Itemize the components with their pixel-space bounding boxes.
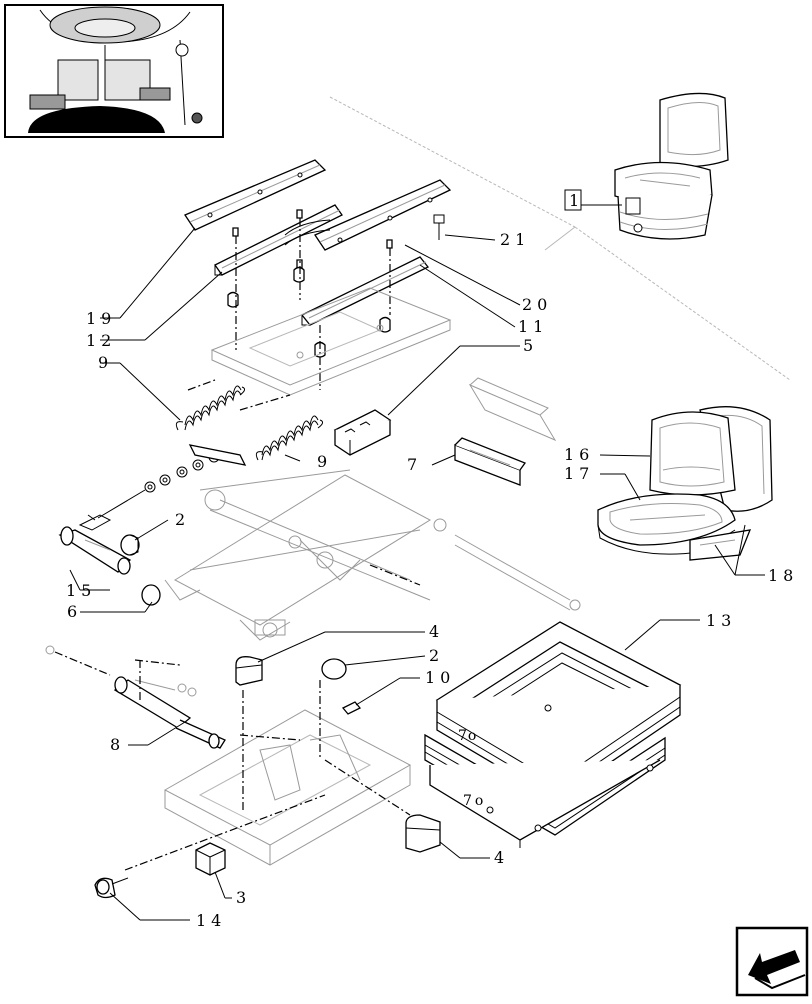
- next-page-arrow-icon[interactable]: [735, 926, 809, 997]
- label-2-upper: 2: [175, 510, 190, 529]
- pad-4-lower: [405, 814, 441, 853]
- label-14: 14: [196, 911, 226, 930]
- pad-4-upper: [235, 656, 263, 686]
- label-4-lower: 4: [494, 848, 509, 867]
- label-1: 1: [569, 191, 579, 210]
- spring-9-upper: [175, 385, 246, 431]
- label-9-upper: 9: [98, 353, 113, 372]
- bushing-2-upper: [120, 534, 140, 556]
- bushing-2-lower: [321, 658, 347, 680]
- label-21: 21: [500, 230, 530, 249]
- spring-9-lower: [255, 415, 324, 461]
- cap-6: [141, 584, 161, 606]
- scissor-frame: [164, 469, 447, 641]
- slide-rails: [184, 159, 452, 326]
- seat-cushion-set: [597, 406, 773, 561]
- label-8: 8: [110, 735, 125, 754]
- label-11: 11: [518, 317, 548, 336]
- tractor-cab-thumbnail: [4, 4, 224, 138]
- bracket-7: [454, 437, 527, 486]
- label-2-lower: 2: [429, 646, 444, 665]
- label-20: 20: [522, 295, 552, 314]
- label-16: 16: [564, 445, 594, 464]
- label-10: 10: [425, 668, 455, 687]
- label-3: 3: [236, 888, 251, 907]
- label-17: 17: [564, 464, 594, 483]
- label-9-lower: 9: [317, 452, 332, 471]
- housing-mark-upper: 7o: [458, 728, 477, 744]
- label-5: 5: [523, 336, 538, 355]
- leader-lines: [69, 227, 765, 921]
- block-3: [195, 842, 226, 876]
- label-7: 7: [407, 455, 422, 474]
- seat-assembly-complete: [614, 92, 729, 240]
- bellows-housing-13: [424, 621, 682, 848]
- label-12: 12: [86, 331, 116, 350]
- damper-8: [113, 676, 226, 749]
- label-6: 6: [67, 602, 82, 621]
- washers: [144, 444, 247, 493]
- label-13: 13: [706, 611, 736, 630]
- label-18: 18: [768, 566, 798, 585]
- label-4-upper: 4: [429, 622, 444, 641]
- knob-14: [94, 877, 129, 899]
- bolt-21: [433, 214, 445, 240]
- housing-mark-lower: 7o: [463, 793, 486, 809]
- block-5: [333, 409, 392, 456]
- shaft-15: [58, 514, 132, 575]
- pin-10: [341, 701, 362, 715]
- label-15: 15: [66, 581, 96, 600]
- label-19: 19: [86, 309, 116, 328]
- part-labels: 19 12 9 9 20 21 11 5 1 16 17 18 7 2 15 6…: [66, 191, 798, 930]
